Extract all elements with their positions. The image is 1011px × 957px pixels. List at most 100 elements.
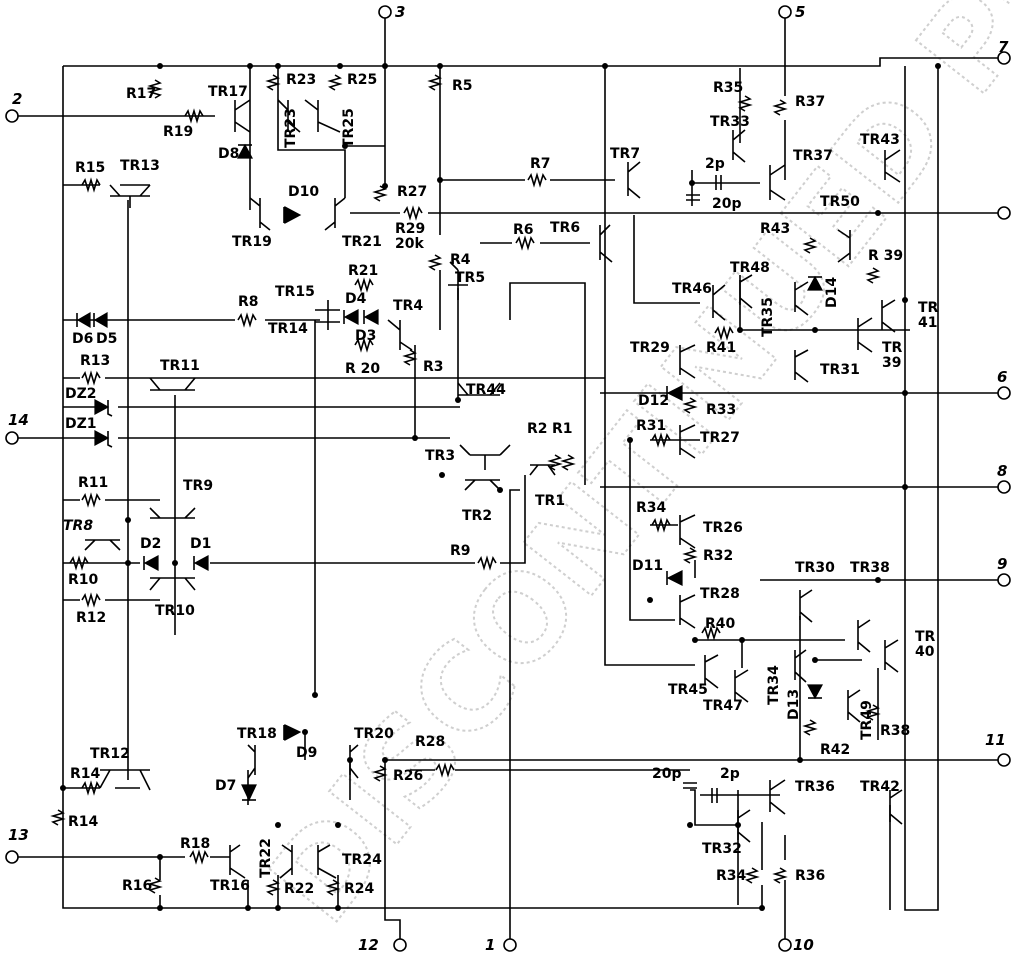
resistor-labels: R17 R19 R23 R25 R5 R15 R27 R29 20k R7 R6… <box>68 72 910 897</box>
tr49-label: TR49 <box>859 700 875 740</box>
d6-label: D6 <box>72 331 93 347</box>
tr25-label: TR25 <box>341 108 357 148</box>
r31-label: R31 <box>636 418 666 434</box>
tr11-label: TR11 <box>160 358 200 374</box>
tr32-label: TR32 <box>702 841 742 857</box>
r40-label: R40 <box>705 616 736 632</box>
tr1-label: TR1 <box>535 493 565 509</box>
r19-label: R19 <box>163 124 193 140</box>
transistor-labels: TR17 TR23 TR25 TR13 TR19 TR21 TR15 TR14 … <box>63 84 939 894</box>
pin-9-terminal <box>997 573 1011 587</box>
tr38-label: TR38 <box>850 560 890 576</box>
r39-label: R 39 <box>868 248 903 264</box>
r33-label: R33 <box>706 402 736 418</box>
pin-3-label: 3 <box>395 3 405 21</box>
pin-11-terminal <box>997 753 1011 767</box>
tr8-label: TR8 <box>63 518 93 534</box>
r24a-label: R24 <box>344 881 375 897</box>
pin-7-terminal <box>997 51 1011 65</box>
pin-7-label: 7 <box>998 38 1009 56</box>
r34b-label: R34 <box>716 868 747 884</box>
tr22-label: TR22 <box>258 838 274 878</box>
r37-label: R37 <box>795 94 825 110</box>
r36-label: R36 <box>795 868 825 884</box>
d7-label: D7 <box>215 778 236 794</box>
tr7-label: TR7 <box>610 146 640 162</box>
tr33-label: TR33 <box>710 114 750 130</box>
d2-label: D2 <box>140 536 161 552</box>
r14a-label: R14 <box>70 766 101 782</box>
d11-label: D11 <box>632 558 663 574</box>
r14b-label: R14 <box>68 814 99 830</box>
tr26-label: TR26 <box>703 520 743 536</box>
tr42-label: TR42 <box>860 779 900 795</box>
r29-value: 20k <box>395 236 424 252</box>
tr2-label: TR2 <box>462 508 492 524</box>
tr30-label: TR30 <box>795 560 835 576</box>
pin-terminals <box>5 5 1011 952</box>
tr27-label: TR27 <box>700 430 740 446</box>
pin-6-label: 6 <box>997 368 1007 386</box>
r13-label: R13 <box>80 353 110 369</box>
r7-label: R7 <box>530 156 551 172</box>
pin-13-label: 13 <box>8 826 29 844</box>
r17-label: R17 <box>126 86 156 102</box>
r26-label: R26 <box>393 768 423 784</box>
tr45-label: TR45 <box>668 682 708 698</box>
r6-label: R6 <box>513 222 534 238</box>
pin-3-terminal <box>378 5 392 19</box>
pin-11-label: 11 <box>985 731 1006 749</box>
pin-14-label: 14 <box>8 411 29 429</box>
r43-label: R43 <box>760 221 790 237</box>
cap-2p-top-label: 2p <box>705 156 725 172</box>
r21-label: R21 <box>348 263 378 279</box>
r27-label: R27 <box>397 184 427 200</box>
r34-label: R34 <box>636 500 667 516</box>
r28-label: R28 <box>415 734 445 750</box>
tr24-label: TR24 <box>342 852 382 868</box>
r22-label: R22 <box>284 881 314 897</box>
r42-label: R42 <box>820 742 850 758</box>
tr23-label: TR23 <box>283 108 299 148</box>
r20-label: R 20 <box>345 361 380 377</box>
tr35-label: TR35 <box>760 297 776 337</box>
tr40-label-b: 40 <box>915 644 935 660</box>
tr43-label: TR43 <box>860 132 900 148</box>
r32-label: R32 <box>703 548 733 564</box>
d10-label: D10 <box>288 184 319 200</box>
d9-label: D9 <box>296 745 317 761</box>
dz1-label: DZ1 <box>65 416 97 432</box>
r15-label: R15 <box>75 160 105 176</box>
tr4-label: TR4 <box>393 298 423 314</box>
tr37-label: TR37 <box>793 148 833 164</box>
r41-label: R41 <box>706 340 736 356</box>
r10-label: R10 <box>68 572 99 588</box>
r11-label: R11 <box>78 475 108 491</box>
tr20-label: TR20 <box>354 726 394 742</box>
cap-2p-bottom-label: 2p <box>720 766 740 782</box>
tr10-label: TR10 <box>155 603 195 619</box>
d3-label: D3 <box>355 328 376 344</box>
transistor-symbols <box>84 99 903 879</box>
r2-label: R2 <box>527 421 548 437</box>
tr41-label-a: TR <box>918 300 939 316</box>
dz2-label: DZ2 <box>65 386 97 402</box>
d12-label: D12 <box>638 393 669 409</box>
pin-2-label: 2 <box>12 90 22 108</box>
d4-label: D4 <box>345 291 367 307</box>
pin-12-terminal <box>393 938 407 952</box>
capacitor-labels: 2p 20p 20p 2p <box>652 156 742 782</box>
tr29-label: TR29 <box>630 340 670 356</box>
pin-8-terminal <box>997 480 1011 494</box>
pin-14-terminal <box>5 431 19 445</box>
r35-label: R35 <box>713 80 743 96</box>
pin-13-terminal <box>5 850 19 864</box>
tr16-label: TR16 <box>210 878 250 894</box>
r18-label: R18 <box>180 836 210 852</box>
tr40-label-a: TR <box>915 629 936 645</box>
tr28-label: TR28 <box>700 586 740 602</box>
tr31-label: TR31 <box>820 362 860 378</box>
r8-label: R8 <box>238 294 259 310</box>
d14-label: D14 <box>824 277 840 308</box>
